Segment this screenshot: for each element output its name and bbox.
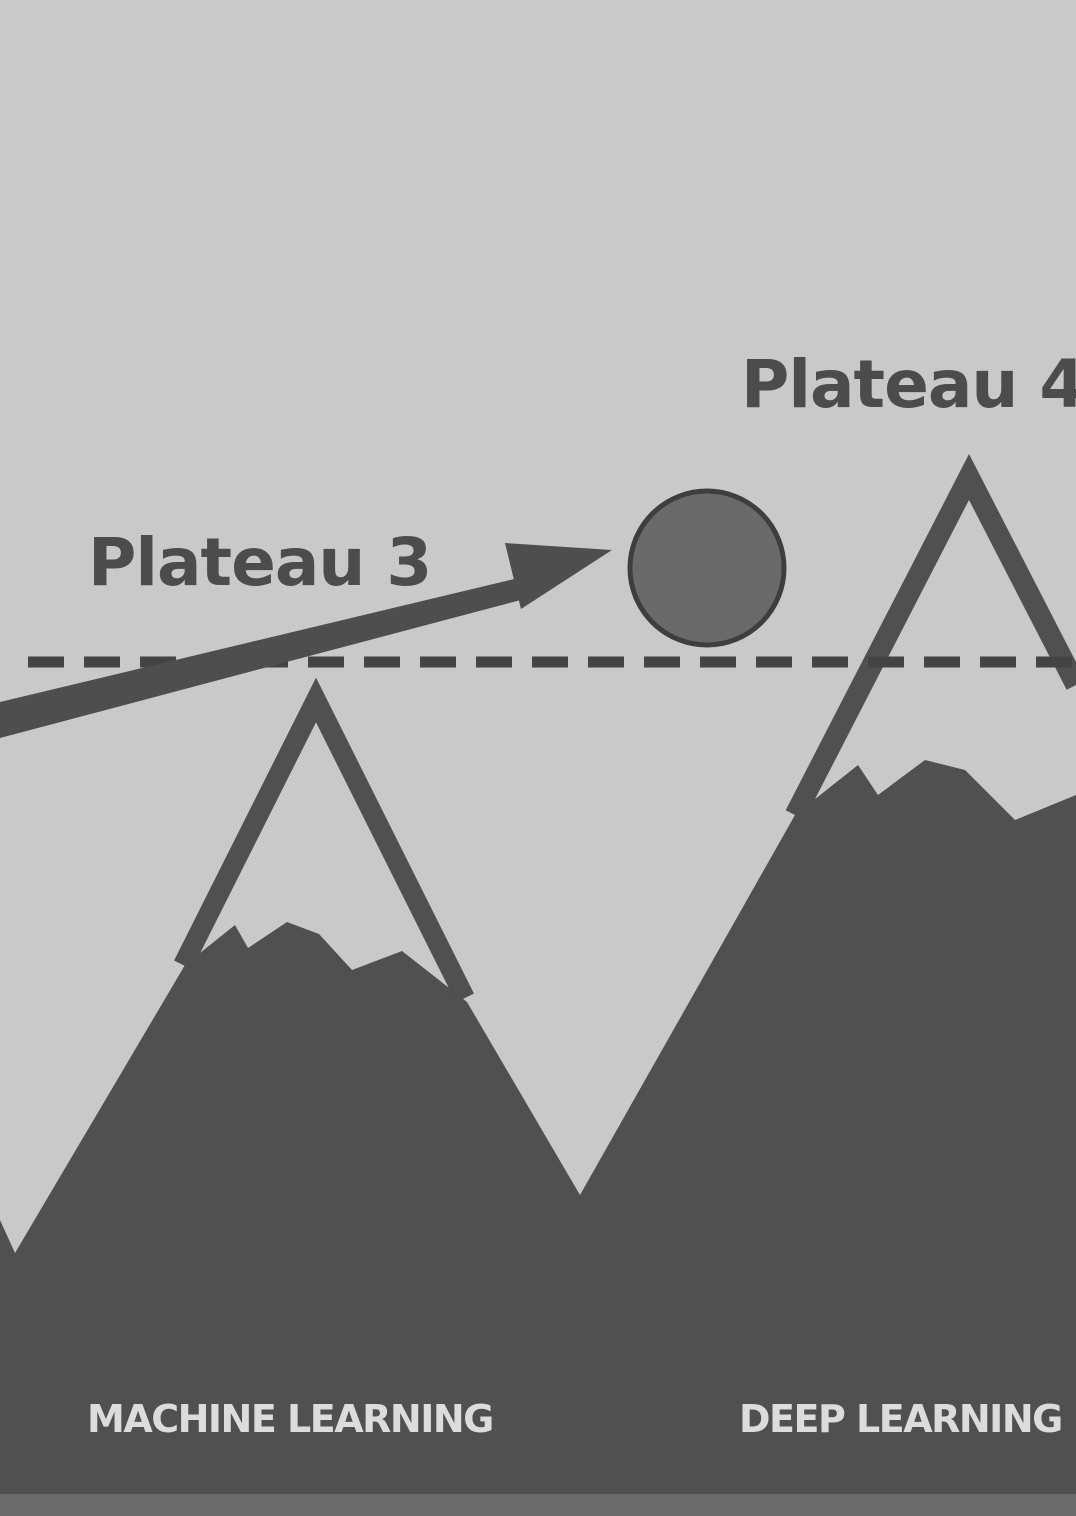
arrow-head [505, 543, 612, 609]
mountain-silhouette [0, 760, 1076, 1494]
machine-learning-label: MACHINE LEARNING [87, 1400, 493, 1438]
plateau-4-label: Plateau 4 [741, 352, 1076, 418]
bottom-strip [0, 1494, 1076, 1516]
deep-learning-label: DEEP LEARNING [739, 1400, 1062, 1438]
ball-icon [630, 491, 784, 645]
plateau-3-label: Plateau 3 [88, 530, 431, 596]
